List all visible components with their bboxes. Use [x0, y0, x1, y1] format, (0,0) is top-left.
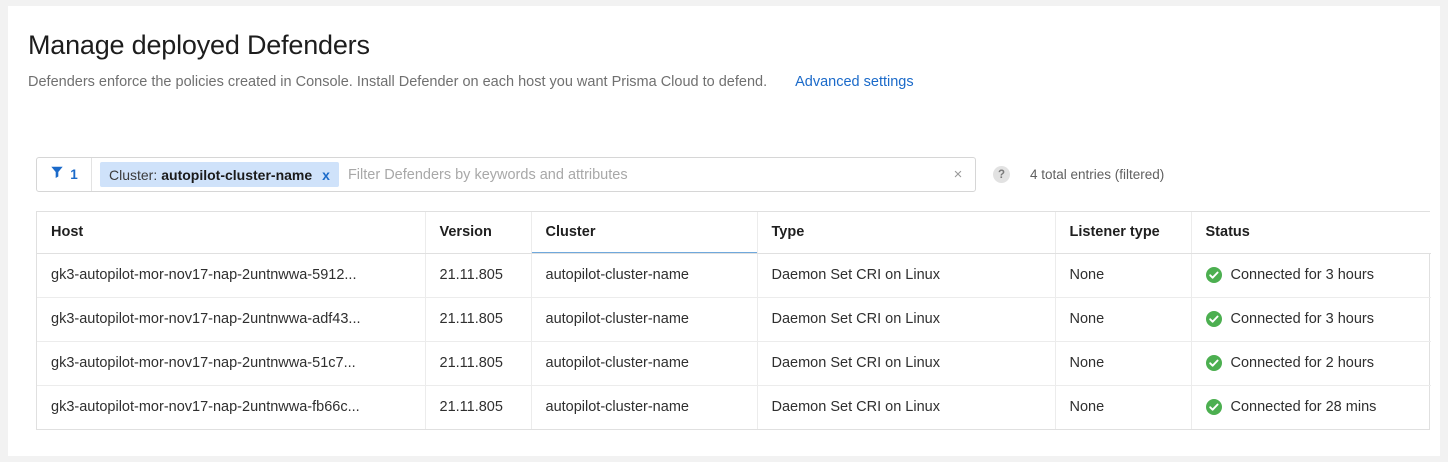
page-header: Manage deployed Defenders Defenders enfo…: [28, 28, 1418, 92]
cell-version: 21.11.805: [425, 297, 532, 342]
filter-input[interactable]: [338, 158, 941, 191]
check-circle-icon: [1205, 355, 1222, 371]
check-circle-icon: [1205, 399, 1222, 416]
column-header-listener-type[interactable]: Listener type: [1055, 212, 1192, 254]
cell-type: Daemon Set CRI on Linux: [757, 341, 1056, 386]
filter-chip-value: autopilot-cluster-name: [161, 166, 313, 183]
column-header-version[interactable]: Version: [425, 212, 532, 254]
column-header-host[interactable]: Host: [37, 212, 426, 254]
cell-type: Daemon Set CRI on Linux: [757, 297, 1056, 342]
cell-cluster: autopilot-cluster-name: [531, 341, 758, 386]
filter-chip-key: Cluster:: [109, 166, 158, 183]
cell-host: gk3-autopilot-mor-nov17-nap-2untnwwa-591…: [37, 253, 426, 298]
filter-toggle-button[interactable]: 1: [37, 158, 92, 191]
funnel-icon: [50, 165, 64, 184]
cell-host: gk3-autopilot-mor-nov17-nap-2untnwwa-fb6…: [37, 385, 426, 429]
page-subtitle-row: Defenders enforce the policies created i…: [28, 72, 1418, 92]
filter-chip-cluster[interactable]: Cluster: autopilot-cluster-name x: [100, 162, 339, 187]
filter-chip-remove-icon[interactable]: x: [322, 166, 330, 183]
filter-bar: 1 Cluster: autopilot-cluster-name x ×: [36, 157, 976, 192]
defenders-table-container: Host Version Cluster Type Listener type …: [36, 211, 1431, 430]
status-text: Connected for 28 mins: [1230, 399, 1377, 416]
filter-chip-area: Cluster: autopilot-cluster-name x: [92, 158, 941, 191]
cell-type: Daemon Set CRI on Linux: [757, 385, 1056, 429]
cell-version: 21.11.805: [425, 385, 532, 429]
status-text: Connected for 2 hours: [1230, 355, 1374, 371]
defenders-page: Manage deployed Defenders Defenders enfo…: [8, 6, 1440, 456]
cell-listener-type: None: [1055, 385, 1192, 429]
cell-status: Connected for 3 hours: [1191, 297, 1431, 342]
cell-type: Daemon Set CRI on Linux: [757, 253, 1056, 298]
cell-host: gk3-autopilot-mor-nov17-nap-2untnwwa-51c…: [37, 341, 426, 386]
cell-status: Connected for 3 hours: [1191, 253, 1431, 298]
table-header: Host Version Cluster Type Listener type …: [37, 212, 1431, 254]
column-header-status[interactable]: Status: [1191, 212, 1431, 254]
cell-cluster: autopilot-cluster-name: [531, 253, 758, 298]
filter-count: 1: [70, 167, 78, 182]
cell-listener-type: None: [1055, 297, 1192, 342]
table-header-row: Host Version Cluster Type Listener type …: [37, 212, 1431, 254]
status-text: Connected for 3 hours: [1230, 267, 1374, 283]
cell-listener-type: None: [1055, 253, 1192, 298]
table-row[interactable]: gk3-autopilot-mor-nov17-nap-2untnwwa-591…: [37, 253, 1431, 298]
check-circle-icon: [1205, 311, 1222, 327]
column-header-cluster[interactable]: Cluster: [531, 212, 758, 254]
table-row[interactable]: gk3-autopilot-mor-nov17-nap-2untnwwa-51c…: [37, 341, 1431, 386]
total-entries-label: 4 total entries (filtered): [1030, 167, 1165, 182]
help-icon[interactable]: ?: [993, 166, 1010, 183]
page-subtitle: Defenders enforce the policies created i…: [28, 74, 768, 90]
cell-cluster: autopilot-cluster-name: [531, 385, 758, 429]
cell-listener-type: None: [1055, 341, 1192, 386]
table-row[interactable]: gk3-autopilot-mor-nov17-nap-2untnwwa-fb6…: [37, 385, 1431, 429]
table-body: gk3-autopilot-mor-nov17-nap-2untnwwa-591…: [37, 253, 1431, 429]
cell-host: gk3-autopilot-mor-nov17-nap-2untnwwa-adf…: [37, 297, 426, 342]
cell-version: 21.11.805: [425, 341, 532, 386]
check-circle-icon: [1205, 267, 1222, 283]
cell-status: Connected for 28 mins: [1191, 385, 1431, 429]
table-row[interactable]: gk3-autopilot-mor-nov17-nap-2untnwwa-adf…: [37, 297, 1431, 342]
cell-status: Connected for 2 hours: [1191, 341, 1431, 386]
page-title: Manage deployed Defenders: [28, 30, 370, 60]
clear-filter-icon[interactable]: ×: [953, 166, 963, 183]
status-text: Connected for 3 hours: [1230, 311, 1374, 327]
column-header-type[interactable]: Type: [757, 212, 1056, 254]
advanced-settings-link[interactable]: Advanced settings: [795, 74, 914, 90]
cell-cluster: autopilot-cluster-name: [531, 297, 758, 342]
defenders-table: Host Version Cluster Type Listener type …: [37, 212, 1431, 429]
cell-version: 21.11.805: [425, 253, 532, 298]
